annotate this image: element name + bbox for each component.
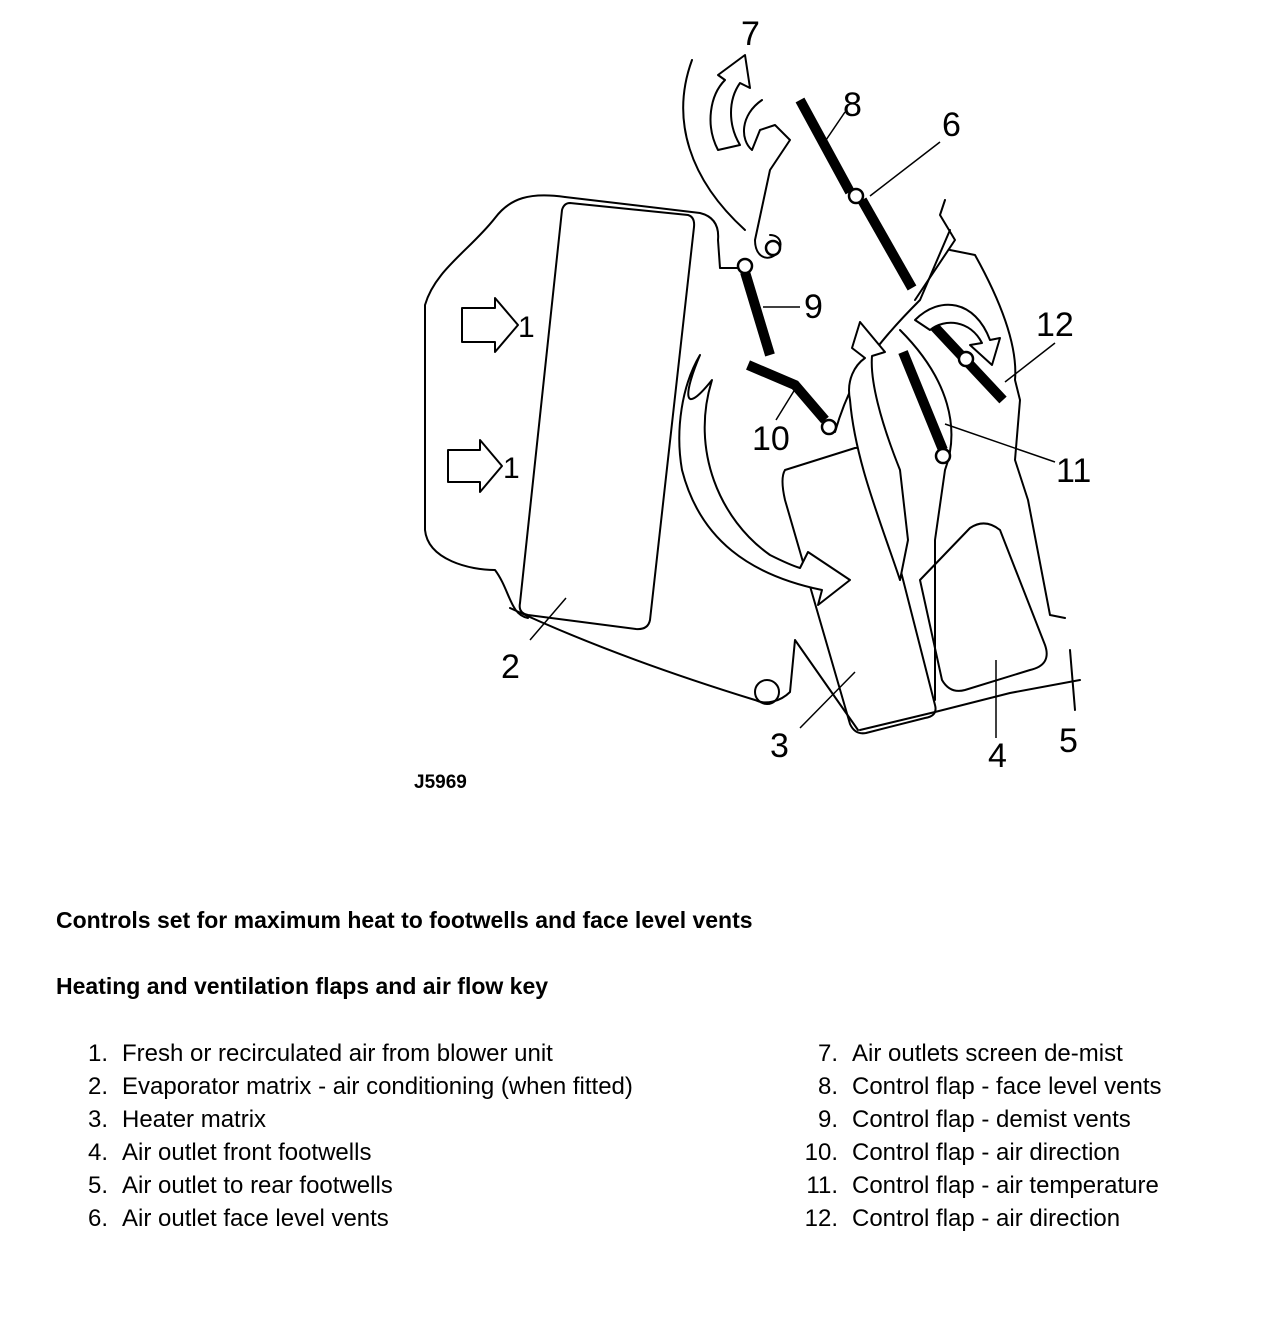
pivot-demist-link xyxy=(764,239,782,257)
pivot-flap-8-6 xyxy=(847,187,865,205)
callout-4: 4 xyxy=(988,737,1007,775)
callout-3: 3 xyxy=(770,727,789,765)
callout-12: 12 xyxy=(1036,306,1074,344)
flap-8-face-level xyxy=(795,97,855,195)
key-item-text: Air outlet front footwells xyxy=(122,1139,372,1166)
leader-6 xyxy=(869,141,941,197)
temp-flap-wall xyxy=(899,329,953,701)
key-item: 4. Air outlet front footwells xyxy=(56,1136,756,1169)
pivot-flap-11 xyxy=(934,447,952,465)
leader-10 xyxy=(775,385,798,421)
airflow-arrow-7-demist xyxy=(709,54,751,151)
evaporator-matrix xyxy=(518,202,696,631)
key-item-number: 4. xyxy=(87,1139,108,1166)
callout-5: 5 xyxy=(1059,722,1078,760)
callout-2: 2 xyxy=(501,648,520,686)
housing-bottom-edge xyxy=(509,607,859,731)
key-item-number: 8. xyxy=(817,1073,838,1100)
pivot-flap-12 xyxy=(957,350,975,368)
callout-7: 7 xyxy=(741,15,760,53)
pivot-flap-9 xyxy=(736,257,754,275)
leader-12 xyxy=(1004,342,1056,383)
callout-11: 11 xyxy=(1056,452,1091,490)
pivot-flap-10 xyxy=(820,418,838,436)
key-item-number: 10. xyxy=(804,1139,838,1166)
key-item-number: 9. xyxy=(817,1106,838,1133)
heater-matrix xyxy=(781,446,937,735)
key-item: 6. Air outlet face level vents xyxy=(56,1202,756,1235)
housing-base-right xyxy=(859,679,1081,731)
callout-6: 6 xyxy=(942,106,961,144)
demist-duct-inner xyxy=(742,99,791,259)
airflow-arrow-right-curve xyxy=(914,303,1001,366)
key-item: 5. Air outlet to rear footwells xyxy=(56,1169,756,1202)
key-item-text: Air outlet to rear footwells xyxy=(122,1172,393,1199)
callout-10: 10 xyxy=(752,420,790,458)
key-item: 3. Heater matrix xyxy=(56,1103,756,1136)
key-item-text: Heater matrix xyxy=(122,1106,267,1133)
key-item: 11. Control flap - air temperature xyxy=(790,1169,1250,1202)
housing-upper-right xyxy=(914,199,956,301)
controls-heading: Controls set for maximum heat to footwel… xyxy=(56,907,753,933)
rear-footwell-duct-line xyxy=(1069,649,1076,711)
flap-6-face-level-lower xyxy=(857,197,917,291)
key-item: 10. Control flap - air direction xyxy=(790,1136,1250,1169)
airflow-arrow-1-upper xyxy=(461,297,519,353)
key-item: 9. Control flap - demist vents xyxy=(790,1103,1250,1136)
key-item-number: 12. xyxy=(804,1205,838,1232)
key-item-number: 1. xyxy=(87,1040,108,1067)
key-item-text: Air outlet face level vents xyxy=(122,1205,389,1232)
key-item-number: 11. xyxy=(806,1172,838,1199)
demist-duct-outer xyxy=(682,59,746,231)
key-item-text: Control flap - face level vents xyxy=(852,1073,1162,1100)
airflow-arrow-heater-path xyxy=(678,354,851,606)
key-title: Heating and ventilation flaps and air fl… xyxy=(56,973,549,999)
flap-10-air-direction xyxy=(746,360,829,424)
key-item: 2. Evaporator matrix - air conditioning (… xyxy=(56,1070,756,1103)
key-item-text: Control flap - air direction xyxy=(852,1205,1121,1232)
key-item-text: Control flap - air direction xyxy=(852,1139,1121,1166)
housing-right-wall xyxy=(949,249,1066,619)
key-item-number: 7. xyxy=(817,1040,838,1067)
key-list-right: 7. Air outlets screen de-mist 8. Control f… xyxy=(790,1037,1250,1235)
callout-8: 8 xyxy=(843,86,862,124)
key-item-text: Control flap - air temperature xyxy=(852,1172,1159,1199)
heater-diagram: 7 8 6 9 12 10 11 2 3 4 5 1 1 J5969 xyxy=(414,15,1091,793)
leader-3 xyxy=(799,671,856,729)
key-item: 7. Air outlets screen de-mist xyxy=(790,1037,1250,1070)
flap-11-air-temperature xyxy=(898,350,948,452)
callout-1-upper: 1 xyxy=(518,311,535,344)
figure-id: J5969 xyxy=(414,772,467,793)
key-list-left: 1. Fresh or recirculated air from blower … xyxy=(56,1037,756,1235)
housing-top-edge xyxy=(564,196,746,269)
leader-8 xyxy=(825,111,846,141)
airflow-arrow-1-lower xyxy=(447,439,503,493)
key-item-number: 2. xyxy=(87,1073,108,1100)
key-item-number: 3. xyxy=(87,1106,108,1133)
key-item-text: Evaporator matrix - air conditioning (wh… xyxy=(122,1073,633,1100)
key-item-number: 5. xyxy=(87,1172,108,1199)
leader-11 xyxy=(944,423,1056,463)
key-item-text: Control flap - demist vents xyxy=(852,1106,1131,1133)
callout-1-lower: 1 xyxy=(503,452,520,485)
key-item: 12. Control flap - air direction xyxy=(790,1202,1250,1235)
key-item-number: 6. xyxy=(87,1205,108,1232)
drain-nub xyxy=(754,679,780,705)
key-item-text: Air outlets screen de-mist xyxy=(852,1040,1123,1067)
key-item: 8. Control flap - face level vents xyxy=(790,1070,1250,1103)
key-item: 1. Fresh or recirculated air from blower … xyxy=(56,1037,756,1070)
callout-9: 9 xyxy=(804,288,823,326)
key-item-text: Fresh or recirculated air from blower un… xyxy=(122,1040,553,1067)
leader-2 xyxy=(529,597,567,641)
footwell-outlet-front xyxy=(919,522,1048,692)
airflow-arrow-upward xyxy=(848,321,909,581)
blower-housing-outline xyxy=(424,194,566,619)
flap-9-demist xyxy=(740,270,775,357)
